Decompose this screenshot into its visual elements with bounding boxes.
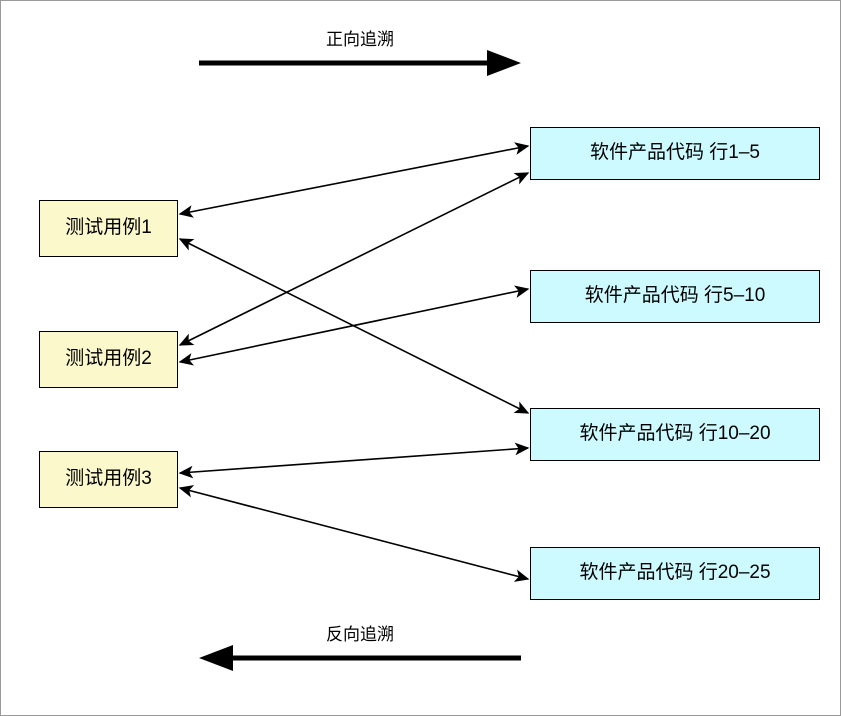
testcase-node-label: 测试用例3: [65, 468, 152, 490]
code-unit-node-label: 软件产品代码 行5–10: [584, 285, 766, 307]
code-unit-node-3[interactable]: 软件产品代码 行10–20: [530, 408, 820, 461]
code-unit-node-2[interactable]: 软件产品代码 行5–10: [530, 270, 820, 323]
code-unit-node-1[interactable]: 软件产品代码 行1–5: [530, 127, 820, 180]
trace-link-6[interactable]: [178, 485, 530, 582]
backward-trace-arrow: [199, 645, 521, 671]
direction-bands: [199, 50, 521, 671]
code-unit-node-label: 软件产品代码 行1–5: [590, 142, 760, 164]
traceability-links: [178, 142, 530, 582]
trace-link-1[interactable]: [178, 142, 530, 218]
testcase-node-3[interactable]: 测试用例3: [39, 451, 178, 508]
forward-trace-arrow: [199, 50, 521, 76]
trace-link-4[interactable]: [178, 285, 530, 366]
trace-link-5[interactable]: [178, 442, 530, 479]
forward-trace-label: 正向追溯: [326, 30, 394, 49]
testcase-node-label: 测试用例2: [65, 348, 152, 370]
testcase-node-2[interactable]: 测试用例2: [39, 331, 178, 388]
testcase-node-1[interactable]: 测试用例1: [39, 200, 178, 257]
code-unit-node-label: 软件产品代码 行20–25: [579, 562, 771, 584]
code-unit-node-label: 软件产品代码 行10–20: [579, 423, 771, 445]
testcase-node-label: 测试用例1: [65, 217, 152, 239]
backward-trace-label: 反向追溯: [326, 625, 394, 644]
trace-link-3[interactable]: [178, 172, 530, 346]
code-unit-node-4[interactable]: 软件产品代码 行20–25: [530, 547, 820, 600]
